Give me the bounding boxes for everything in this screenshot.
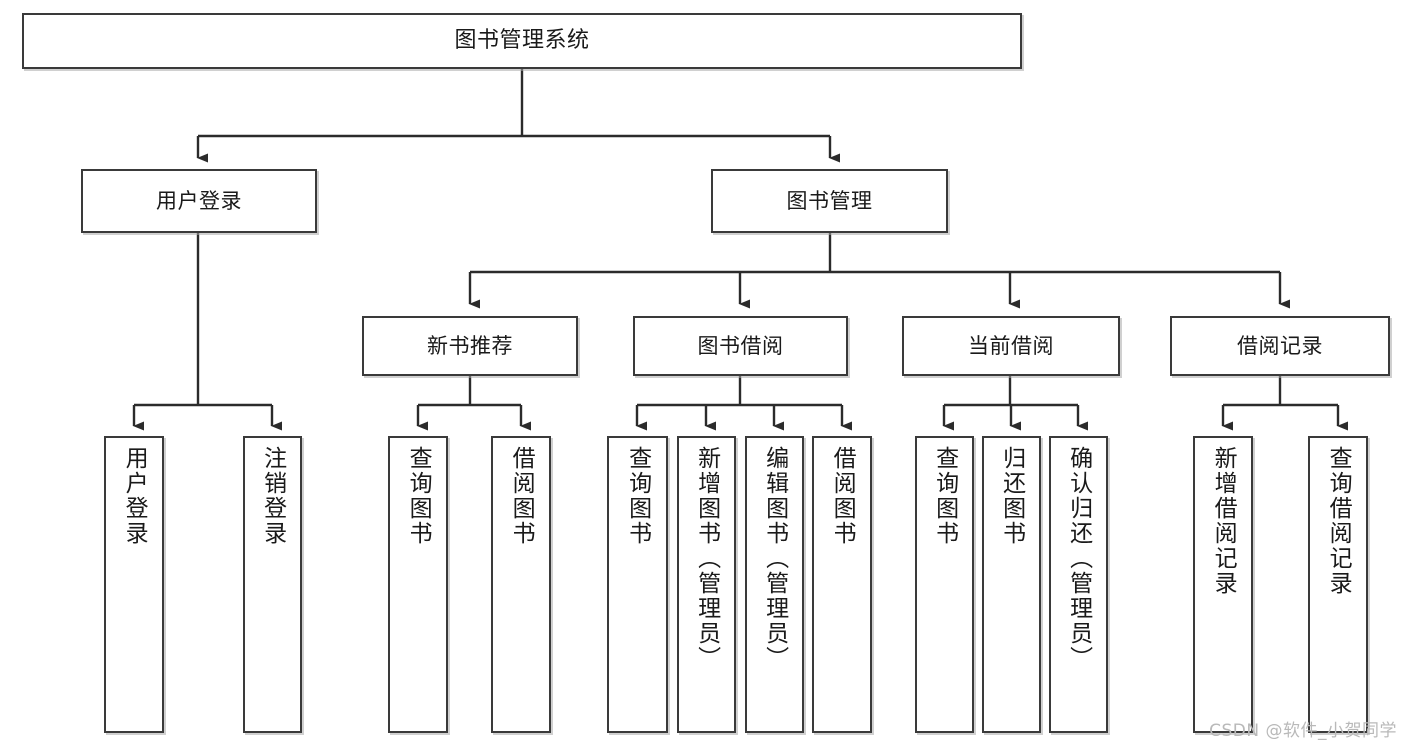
node-root-label: 图书管理系统 — [454, 28, 590, 54]
node-leaf-borrow-book-1-label: 借阅图书 — [508, 446, 535, 546]
node-borrow-record[interactable]: 借阅记录 — [1170, 316, 1390, 376]
node-leaf-query-book-3[interactable]: 查询图书 — [915, 436, 974, 733]
node-new-book-recommend[interactable]: 新书推荐 — [362, 316, 578, 376]
node-root[interactable]: 图书管理系统 — [22, 13, 1022, 69]
node-leaf-user-login[interactable]: 用户登录 — [104, 436, 164, 733]
node-leaf-logout-login-label: 注销登录 — [259, 446, 286, 546]
node-current-borrow-label: 当前借阅 — [968, 333, 1054, 358]
node-new-book-recommend-label: 新书推荐 — [427, 333, 513, 358]
node-leaf-query-book-1-label: 查询图书 — [405, 446, 432, 546]
node-leaf-edit-book[interactable]: 编辑图书（管理员） — [745, 436, 804, 733]
node-leaf-query-book-3-label: 查询图书 — [931, 446, 958, 546]
node-borrow-record-label: 借阅记录 — [1237, 333, 1323, 358]
node-book-borrow-label: 图书借阅 — [697, 333, 784, 358]
node-leaf-query-borrow-record[interactable]: 查询借阅记录 — [1308, 436, 1368, 733]
node-current-borrow[interactable]: 当前借阅 — [902, 316, 1120, 376]
node-leaf-borrow-book-2[interactable]: 借阅图书 — [812, 436, 872, 733]
node-leaf-add-borrow-record[interactable]: 新增借阅记录 — [1193, 436, 1253, 733]
node-leaf-confirm-return[interactable]: 确认归还（管理员） — [1049, 436, 1108, 733]
node-leaf-borrow-book-2-label: 借阅图书 — [829, 446, 856, 546]
node-leaf-logout-login[interactable]: 注销登录 — [243, 436, 302, 733]
node-book-borrow[interactable]: 图书借阅 — [633, 316, 848, 376]
node-book-management-label: 图书管理 — [786, 188, 873, 213]
node-user-login[interactable]: 用户登录 — [81, 169, 317, 233]
node-user-login-label: 用户登录 — [156, 188, 242, 213]
watermark-text: CSDN @软件_小贺同学 — [1209, 721, 1397, 741]
node-leaf-query-book-2-label: 查询图书 — [624, 446, 651, 546]
node-leaf-borrow-book-1[interactable]: 借阅图书 — [491, 436, 551, 733]
node-leaf-user-login-label: 用户登录 — [121, 446, 148, 546]
node-leaf-add-borrow-record-label: 新增借阅记录 — [1210, 446, 1237, 596]
node-leaf-confirm-return-label: 确认归还（管理员） — [1065, 446, 1092, 671]
node-leaf-return-book-label: 归还图书 — [998, 446, 1025, 546]
node-leaf-query-borrow-record-label: 查询借阅记录 — [1325, 446, 1352, 596]
node-leaf-query-book-1[interactable]: 查询图书 — [388, 436, 448, 733]
node-leaf-add-book[interactable]: 新增图书（管理员） — [677, 436, 736, 733]
node-leaf-return-book[interactable]: 归还图书 — [982, 436, 1041, 733]
node-book-management[interactable]: 图书管理 — [711, 169, 948, 233]
node-leaf-query-book-2[interactable]: 查询图书 — [607, 436, 668, 733]
node-leaf-add-book-label: 新增图书（管理员） — [693, 446, 720, 671]
node-leaf-edit-book-label: 编辑图书（管理员） — [761, 446, 788, 671]
